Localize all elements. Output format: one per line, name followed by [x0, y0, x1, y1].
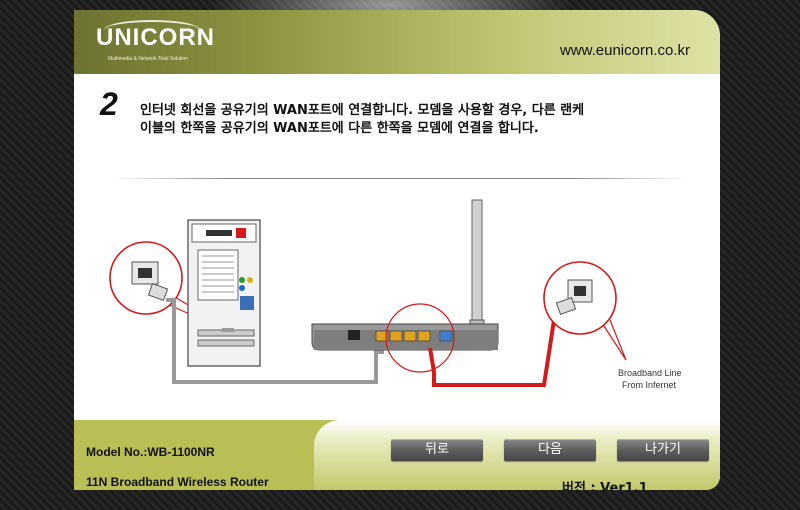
router-antenna [469, 199, 485, 341]
divider [110, 178, 690, 179]
setup-wizard-panel: UNICORN Multimedia & Network Total Solut… [74, 10, 720, 490]
wall-jack-magnifier-right [543, 261, 627, 361]
unicorn-logo: UNICORN [96, 24, 215, 51]
instruction-line-1: 인터넷 회선을 공유기의 WAN포트에 연결합니다. 모뎀을 사용할 경우, 다… [140, 103, 585, 118]
site-url: www.eunicorn.co.kr [559, 42, 690, 59]
pc-tower [187, 219, 261, 367]
back-button[interactable]: 뒤로 [391, 439, 483, 461]
product-name: 11N Broadband Wireless Router [86, 475, 269, 489]
next-button[interactable]: 다음 [504, 439, 596, 461]
footer-bar: Model No.:WB-1100NR 11N Broadband Wirele… [74, 420, 720, 490]
broadband-label-1: Broadband Line [618, 368, 682, 378]
model-number: Model No.:WB-1100NR [86, 445, 215, 459]
connection-diagram: Broadband Line From Infernet [109, 199, 682, 390]
step-number: 2 [100, 86, 118, 122]
logo-arc [104, 20, 200, 40]
instruction-line-2: 이블의 한쪽을 공유기의 WAN포트에 다른 한쪽을 모뎀에 연결을 합니다. [140, 121, 539, 136]
broadband-label-2: From Infernet [622, 380, 677, 390]
lan-cable [166, 298, 384, 384]
step-instruction: 인터넷 회선을 공유기의 WAN포트에 연결합니다. 모뎀을 사용할 경우, 다… [140, 102, 710, 138]
version-label: 버전 : Ver1.1 [562, 481, 648, 490]
exit-button[interactable]: 나가기 [617, 439, 709, 461]
router [311, 303, 499, 373]
header-bar: UNICORN Multimedia & Network Total Solut… [74, 10, 720, 74]
wall-jack-magnifier-left [109, 241, 217, 327]
logo-tagline: Multimedia & Network Total Solution [108, 56, 188, 62]
